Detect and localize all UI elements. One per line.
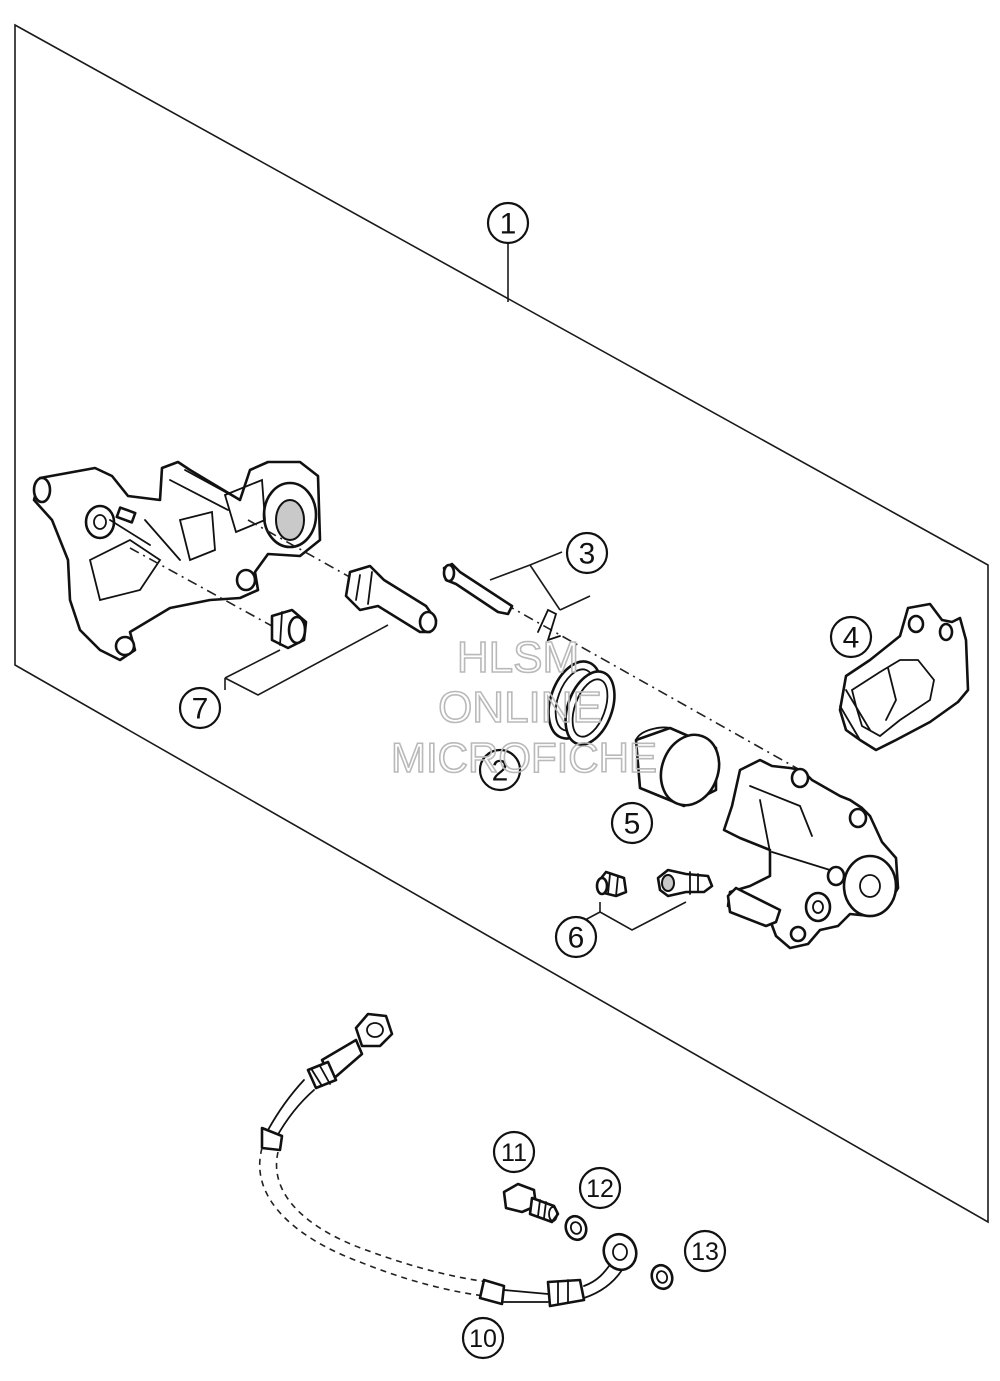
callout-13-label: 13 <box>691 1238 719 1266</box>
callout-12-label: 12 <box>586 1175 614 1203</box>
callout-6-label: 6 <box>568 922 585 955</box>
callout-4-label: 4 <box>843 622 860 655</box>
callout-3-label: 3 <box>579 538 596 571</box>
callout-2: 2 <box>478 748 522 792</box>
caliper-bracket <box>32 460 322 662</box>
callout-10-label: 10 <box>469 1325 497 1353</box>
brake-hose <box>259 1012 638 1308</box>
axis-line-boot <box>129 547 273 627</box>
watermark-line-3: MICROFICHE <box>391 734 657 781</box>
leader-6 <box>599 901 687 931</box>
caliper-housing <box>722 758 900 950</box>
spring-clip <box>537 608 561 642</box>
callout-7: 7 <box>178 686 222 730</box>
axis-line-caliper <box>504 603 801 771</box>
leader-6b <box>584 911 601 921</box>
callout-4: 4 <box>829 615 873 659</box>
callout-5: 5 <box>610 801 654 845</box>
banjo-bolt <box>502 1182 560 1224</box>
watermark: HLSM ONLINE MICROFICHE <box>390 632 658 782</box>
retaining-pin <box>442 562 514 616</box>
callout-11-label: 11 <box>501 1139 527 1167</box>
leader-3b <box>529 564 561 611</box>
piston <box>634 726 721 808</box>
watermark-line-2: ONLINE <box>438 683 602 732</box>
sealing-washer-13 <box>650 1263 674 1291</box>
callout-11: 11 <box>492 1130 536 1174</box>
callout-2-label: 2 <box>492 755 509 788</box>
callout-3: 3 <box>565 531 609 575</box>
piston-seals <box>547 660 616 746</box>
bleeder-nipple <box>595 870 628 898</box>
callout-13: 13 <box>683 1229 727 1273</box>
leader-3c <box>559 595 591 611</box>
sealing-washer-12 <box>564 1214 588 1242</box>
callout-7-label: 7 <box>192 693 209 726</box>
callout-12: 12 <box>578 1166 622 1210</box>
leader-7b <box>224 649 281 679</box>
leader-7 <box>224 624 389 696</box>
callout-6: 6 <box>554 915 598 959</box>
guide-pin <box>344 564 438 634</box>
watermark-line-1: HLSM <box>457 633 579 682</box>
assembly-boundary <box>14 23 989 1224</box>
rubber-boot <box>270 608 308 650</box>
callout-5-label: 5 <box>624 808 641 841</box>
callout-10: 10 <box>461 1316 505 1360</box>
callout-1-label: 1 <box>500 208 517 241</box>
bleeder-valve <box>656 868 714 898</box>
callout-1: 1 <box>486 201 530 245</box>
leader-3 <box>489 551 563 581</box>
brake-pads <box>838 602 970 752</box>
